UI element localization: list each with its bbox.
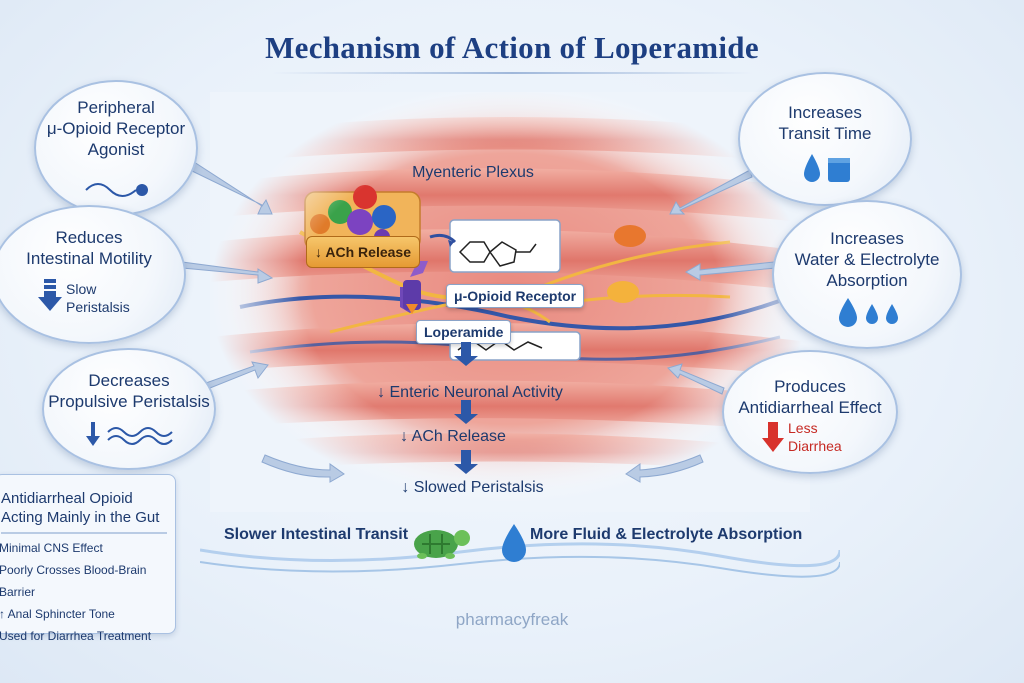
page-title: Mechanism of Action of Loperamide [265,30,759,65]
infobox-item: Minimal CNS Effect [0,540,103,555]
diarrhea-label: Diarrhea [788,438,842,454]
step-slowed-peristalsis: ↓ Slowed Peristalsis [401,479,544,496]
bubble-line: Decreases [88,371,170,390]
bubble-line: Water & Electrolyte [794,250,940,269]
bubble-line: μ-Opioid Receptor [46,119,186,138]
title-divider [272,72,752,74]
bubble-line: Absorption [826,271,908,290]
slow-label: Slow [66,281,97,297]
less-label: Less [788,420,818,436]
bubble-line: Antidiarrheal Effect [738,398,882,417]
infobox-divider [1,532,167,534]
infobox-item: ↑ Anal Sphincter Tone [0,606,115,621]
peristalsis-label: Peristalsis [66,299,130,315]
water-electrolyte-bubble: Increases Water & Electrolyte Absorption [772,200,962,349]
transit-time-bubble: Increases Transit Time [738,72,912,206]
bubble-line: Produces [774,377,846,396]
step-ach-release: ↓ ACh Release [400,428,506,445]
loperamide-label: Loperamide [416,320,512,344]
step-enteric-activity: ↓ Enteric Neuronal Activity [377,384,563,401]
bubble-line: Agonist [87,140,145,159]
slower-transit-outcome: Slower Intestinal Transit [224,526,409,543]
water-drops-icon [839,298,898,327]
wave-decrease-icon [86,422,173,446]
summary-infobox: Antidiarrheal Opioid Acting Mainly in th… [0,474,176,643]
bubble-line: Propulsive Peristalsis [48,392,210,411]
infobox-heading: Antidiarrheal Opioid Acting Mainly in th… [0,475,175,527]
red-down-arrow-icon [762,422,784,452]
down-arrow-icon [38,279,62,311]
myenteric-plexus-label: Myenteric Plexus [412,164,534,181]
receptor-wave-icon [85,183,148,197]
flow-arrows [454,342,478,474]
bubble-line: Increases [788,103,862,122]
outcome-waves [200,524,840,578]
infobox-heading-line: Antidiarrheal Opioid [1,490,133,507]
infobox-item: Used for Diarrhea Treatment [0,628,152,643]
bubble-line: Increases [830,229,904,248]
propulsive-peristalsis-bubble: Decreases Propulsive Peristalsis [42,348,216,470]
footer-watermark: pharmacyfreak [455,610,569,629]
peripheral-agonist-bubble: Peripheral μ-Opioid Receptor Agonist [34,80,198,216]
bubble-line: Reduces [55,228,123,247]
ach-release-tag: ↓ ACh Release [306,236,420,268]
mu-opioid-receptor-label: μ-Opioid Receptor [446,284,585,308]
fluid-absorption-outcome: More Fluid & Electrolyte Absorption [530,526,803,543]
bubble-line: Intestinal Motility [26,249,152,268]
antidiarrheal-effect-bubble: Produces Antidiarrheal Effect Less Diarr… [722,350,898,474]
intestinal-motility-bubble: Reduces Intestinal Motility Slow Perista… [0,205,186,344]
water-drop-container-icon [804,154,850,182]
bubble-line: Transit Time [778,124,872,143]
bubble-line: Peripheral [77,98,155,117]
infobox-heading-line: Acting Mainly in the Gut [1,509,160,526]
infobox-item: Poorly Crosses Blood-Brain Barrier [0,562,147,599]
